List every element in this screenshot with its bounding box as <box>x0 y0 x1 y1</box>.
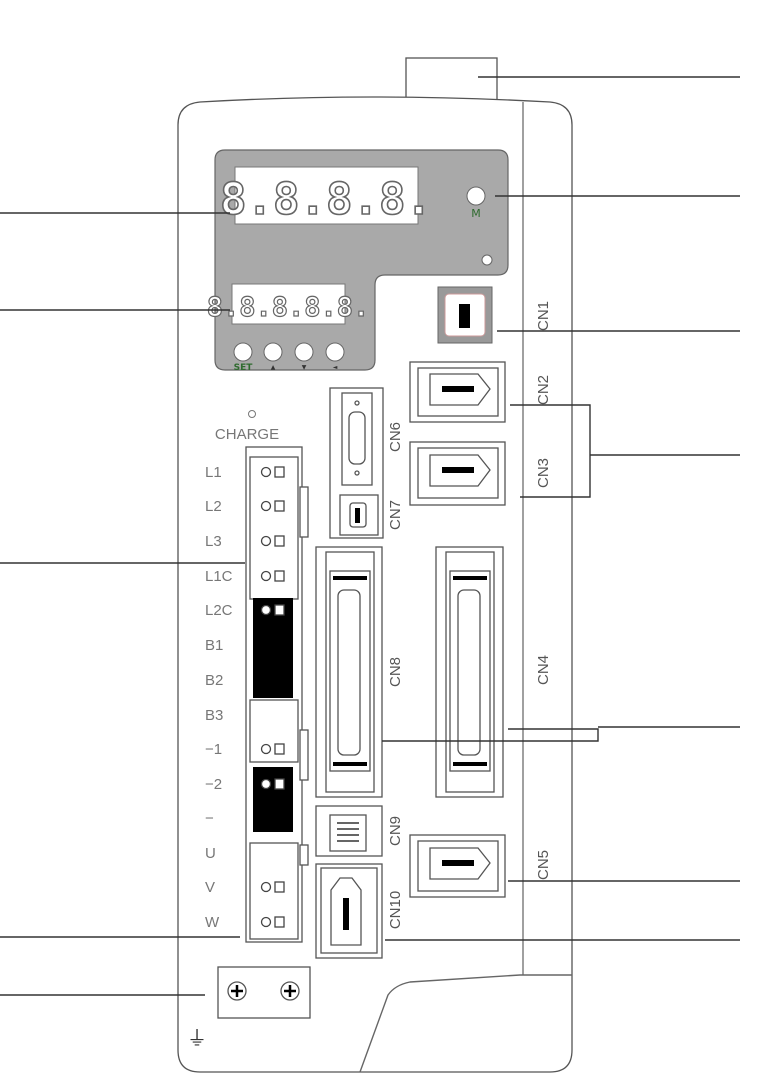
terminal-label-12: V <box>205 879 215 896</box>
left-label: ◄ <box>333 364 338 371</box>
cn5-label: CN5 <box>535 850 552 880</box>
mode-label: M <box>471 207 481 220</box>
main-display-digits: 8.8.8.8. <box>220 174 432 225</box>
cn2-connector <box>409 361 506 423</box>
terminal-label-8: −1 <box>205 741 222 758</box>
terminal-cover-1 <box>253 598 293 698</box>
down-label: ▼ <box>302 364 307 371</box>
sub-display-digits: 8.8.8.8.8. <box>207 292 370 323</box>
main-display <box>234 166 419 225</box>
top-tab <box>405 57 498 101</box>
cn6-label: CN6 <box>387 422 404 452</box>
terminal-screw <box>260 778 285 790</box>
terminal-screw <box>260 500 285 512</box>
terminal-screw <box>260 466 285 478</box>
terminal-cover-2 <box>253 767 293 832</box>
terminal-label-13: W <box>205 914 220 931</box>
ground-screw <box>227 981 247 1001</box>
cn10-connector <box>315 863 383 959</box>
set-label: SET <box>234 363 254 373</box>
terminal-label-1: L2 <box>205 498 222 515</box>
cn4-label: CN4 <box>535 655 552 685</box>
left-button[interactable] <box>325 342 345 362</box>
terminal-screw <box>260 916 285 928</box>
cn3-label: CN3 <box>535 458 552 488</box>
indicator-led <box>481 254 493 266</box>
terminal-label-6: B2 <box>205 672 223 689</box>
cn9-label: CN9 <box>387 816 404 846</box>
up-button[interactable] <box>263 342 283 362</box>
terminal-label-3: L1C <box>205 568 233 585</box>
terminal-label-10: − <box>205 810 214 827</box>
terminal-screw <box>260 743 285 755</box>
charge-led <box>248 410 256 418</box>
cn7-label: CN7 <box>387 500 404 530</box>
terminal-label-11: U <box>205 845 216 862</box>
terminal-label-2: L3 <box>205 533 222 550</box>
terminal-label-4: L2C <box>205 602 233 619</box>
cn2-label: CN2 <box>535 375 552 405</box>
cn1-label: CN1 <box>535 301 552 331</box>
terminal-screw <box>260 535 285 547</box>
down-button[interactable] <box>294 342 314 362</box>
cn8-connector <box>315 546 383 798</box>
terminal-label-9: −2 <box>205 776 222 793</box>
cn10-label: CN10 <box>387 891 404 929</box>
terminal-screw <box>260 570 285 582</box>
cn9-connector <box>315 805 383 857</box>
cn4-connector <box>435 546 504 798</box>
terminal-label-0: L1 <box>205 464 222 481</box>
cn5-connector <box>409 834 506 898</box>
mode-button[interactable] <box>466 186 486 206</box>
charge-label: CHARGE <box>215 426 279 443</box>
ground-icon: ⏚ <box>187 1026 207 1050</box>
cn3-connector <box>409 441 506 506</box>
set-button[interactable] <box>233 342 253 362</box>
cn7-connector <box>339 494 379 536</box>
cn8-label: CN8 <box>387 657 404 687</box>
leader-lines <box>0 76 740 996</box>
bottom-cover <box>359 974 572 1073</box>
terminal-label-5: B1 <box>205 637 223 654</box>
terminal-screw <box>260 881 285 893</box>
ground-screw <box>280 981 300 1001</box>
terminal-label-7: B3 <box>205 707 223 724</box>
terminal-screw <box>260 604 285 616</box>
up-label: ▲ <box>271 364 276 371</box>
sub-display <box>231 283 346 325</box>
